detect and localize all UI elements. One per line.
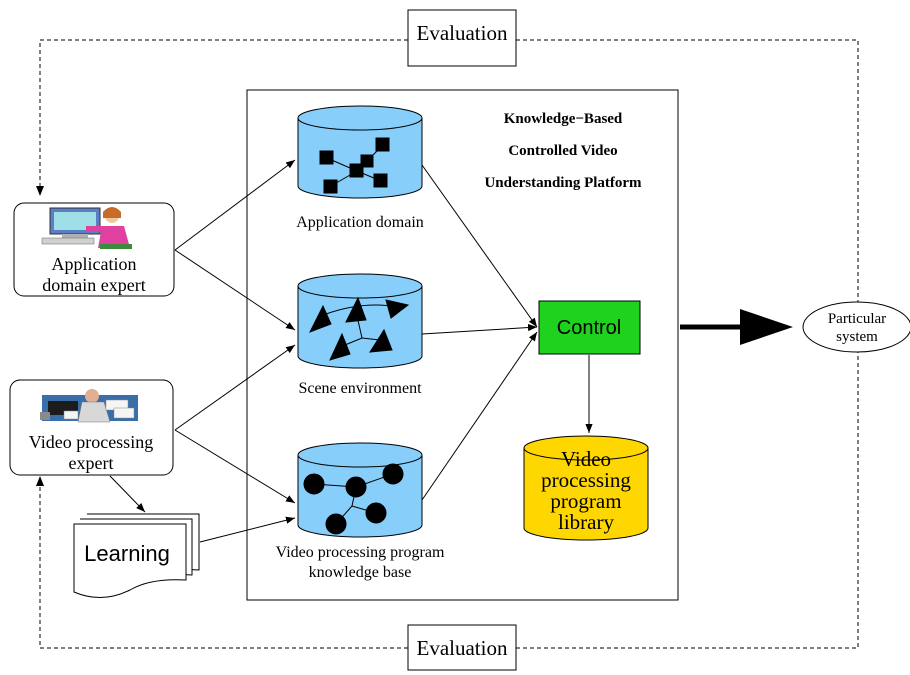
svg-text:Controlled Video: Controlled Video [508, 143, 617, 159]
arrow-appexpert-to-appdomain [174, 159, 296, 251]
scene-environment-label: Scene environment [298, 380, 422, 397]
evaluation-arrowhead-up [36, 476, 44, 486]
library-label-line3: program [550, 489, 621, 513]
evaluation-bottom-box: Evaluation [407, 624, 517, 671]
svg-text:Understanding Platform: Understanding Platform [484, 175, 642, 191]
evaluation-top-box: Evaluation [407, 9, 517, 67]
video-expert-label-line1: Video processing [29, 432, 153, 452]
arrow-kb-to-control [421, 331, 538, 501]
platform-frame [246, 89, 679, 601]
video-expert-label-line2: expert [69, 453, 114, 473]
video-expert-clipart-icon [40, 389, 138, 423]
application-expert-clipart-icon [41, 207, 132, 249]
application-domain-expert-box: Application domain expert [13, 202, 175, 297]
triangles-icon [308, 296, 410, 361]
graph-network-icon [319, 137, 390, 194]
application-expert-label-line1: Application [52, 254, 137, 274]
evaluation-top-label: Evaluation [417, 21, 508, 45]
arrow-videoexpert-to-scene [174, 344, 296, 431]
arrow-videoexpert-to-kb [174, 429, 296, 504]
scene-environment-database: Scene environment [297, 273, 423, 397]
particular-system-node: Particular system [802, 301, 910, 353]
particular-system-line2: system [836, 329, 878, 345]
library-label-line2: processing [541, 468, 631, 492]
arrow-learning-to-kb [199, 516, 296, 543]
learning-label: Learning [84, 541, 170, 566]
svg-text:Knowledge−Based: Knowledge−Based [504, 111, 623, 127]
application-domain-label: Application domain [296, 214, 424, 231]
evaluation-bottom-label: Evaluation [417, 636, 508, 660]
library-label-line1: Video [561, 447, 611, 471]
flow-arrows [109, 159, 593, 543]
video-program-kb-label-line2: knowledge base [309, 564, 412, 581]
arrow-videoexpert-to-learning [109, 475, 146, 513]
particular-system-line1: Particular [828, 311, 886, 327]
output-arrow [680, 309, 793, 345]
control-label: Control [557, 317, 621, 339]
application-expert-label-line2: domain expert [42, 275, 145, 295]
platform-title: Knowledge−Based Controlled Video Underst… [484, 111, 642, 191]
library-label-line4: library [558, 510, 614, 534]
arrow-scene-to-control [421, 323, 538, 335]
learning-documents: Learning [73, 513, 200, 598]
video-program-kb-database: Video processing program knowledge base [276, 442, 445, 581]
video-program-kb-label-line1: Video processing program [276, 544, 445, 561]
arrow-appexpert-to-scene [174, 249, 296, 331]
application-domain-database: Application domain [296, 105, 424, 231]
video-processing-expert-box: Video processing expert [9, 379, 174, 476]
video-program-library: Video processing program library [523, 435, 649, 541]
node-graph-icon [303, 463, 404, 535]
evaluation-arrowhead-down [36, 186, 44, 196]
control-box: Control [538, 300, 641, 355]
arrow-appdomain-to-control [421, 164, 538, 328]
